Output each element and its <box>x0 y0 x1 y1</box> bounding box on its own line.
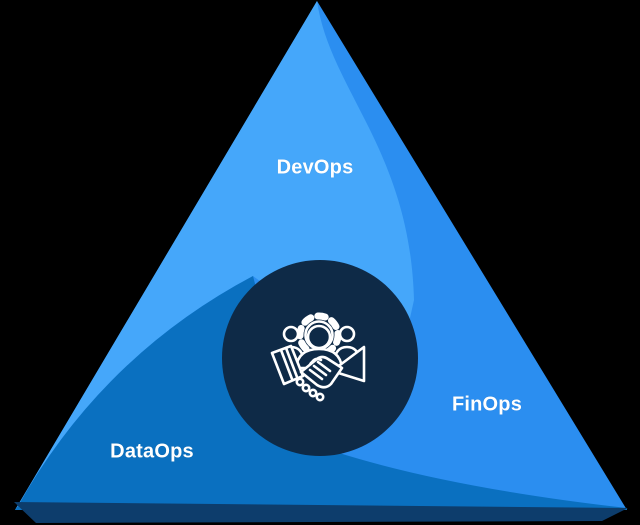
knuckle-3 <box>308 388 318 398</box>
left-person-head <box>282 325 300 343</box>
knuckle-2 <box>301 383 311 393</box>
dataops-label: DataOps <box>110 440 194 463</box>
left-sleeve-hatches <box>279 346 299 381</box>
dataops-region <box>15 276 627 510</box>
knuckle-1 <box>295 377 305 387</box>
devops-region <box>15 1 414 510</box>
right-person-head <box>338 325 356 343</box>
devops-label: DevOps <box>276 156 354 179</box>
interlocked-fingers <box>308 360 332 381</box>
triangle-base-edge <box>14 502 628 523</box>
teamwork-handshake-icon <box>270 312 366 402</box>
knuckle-4 <box>315 392 325 402</box>
finops-label: FinOps <box>451 393 523 416</box>
thumb <box>310 357 323 364</box>
center-person-head <box>306 324 332 350</box>
